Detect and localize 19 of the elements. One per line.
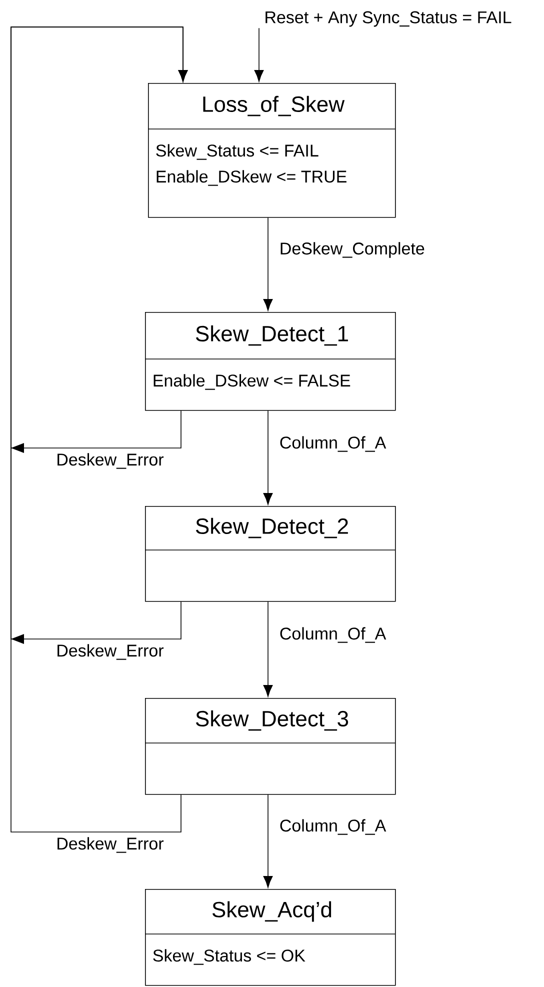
edge-label: Column_Of_A: [280, 436, 386, 452]
edge-label: Deskew_Error: [58, 453, 164, 469]
state-box: Loss_of_Skew Skew_Status <= FAIL Enable_DSkew <= TRUE: [148, 83, 396, 218]
arrow: [263, 794, 273, 888]
edge-label: DeSkew_Complete: [280, 242, 424, 258]
edge-label: Deskew_Error: [58, 644, 164, 660]
state-box: Skew_Detect_1 Enable_DSkew <= FALSE: [144, 312, 396, 411]
state-box: Skew_Detect_3: [144, 698, 396, 795]
arrow: [263, 410, 273, 505]
arrow: [10, 26, 188, 832]
edge-label: Deskew_Error: [58, 837, 164, 853]
edge-label: Column_Of_A: [280, 819, 386, 835]
arrow: [254, 28, 264, 82]
arrow: [263, 601, 273, 697]
state-box: Skew_Acq’d Skew_Status <= OK: [144, 889, 396, 986]
trigger-text: Reset + Any Sync_Status = FAIL: [266, 11, 512, 27]
state-box: Skew_Detect_2: [144, 506, 396, 602]
arrow: [263, 217, 273, 311]
edge-label: Column_Of_A: [280, 627, 386, 643]
